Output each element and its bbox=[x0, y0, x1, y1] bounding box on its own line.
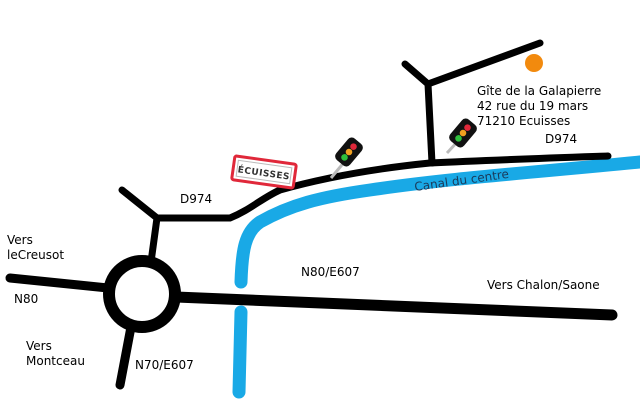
label-gite-street: 42 rue du 19 mars bbox=[477, 99, 588, 113]
road-gite-access bbox=[401, 39, 544, 167]
town-sign: ÉCUISSES bbox=[230, 154, 298, 190]
label-d974-left: D974 bbox=[180, 192, 212, 206]
road-d974 bbox=[153, 152, 612, 222]
label-vers-chalon: Vers Chalon/Saone bbox=[487, 278, 600, 292]
label-d974-right: D974 bbox=[545, 132, 577, 146]
label-vers-creusot-2: leCreusot bbox=[7, 248, 64, 262]
label-gite-city: 71210 Ecuisses bbox=[477, 114, 570, 128]
label-vers-creusot-1: Vers bbox=[7, 233, 33, 247]
destination-marker-icon bbox=[525, 54, 543, 72]
label-gite-name: Gîte de la Galapierre bbox=[477, 84, 601, 98]
road-n80-e607-east bbox=[170, 291, 618, 321]
roundabout bbox=[103, 255, 181, 333]
label-canal: Canal du centre bbox=[413, 167, 509, 194]
traffic-light-icon bbox=[329, 137, 363, 179]
canal bbox=[232, 155, 640, 399]
label-n80-e607: N80/E607 bbox=[301, 265, 360, 279]
label-n70-e607: N70/E607 bbox=[135, 358, 194, 372]
canal-lower-segment bbox=[232, 305, 248, 399]
road-d974-branch bbox=[118, 186, 161, 266]
roads bbox=[5, 39, 618, 390]
road-n70-e607 bbox=[115, 322, 136, 390]
traffic-light-icon bbox=[445, 118, 477, 155]
road-n80-west bbox=[5, 273, 113, 293]
label-n80: N80 bbox=[14, 292, 38, 306]
label-vers-montceau-2: Montceau bbox=[26, 354, 85, 368]
label-vers-montceau-1: Vers bbox=[26, 339, 52, 353]
canal-upper-segment bbox=[234, 155, 640, 289]
